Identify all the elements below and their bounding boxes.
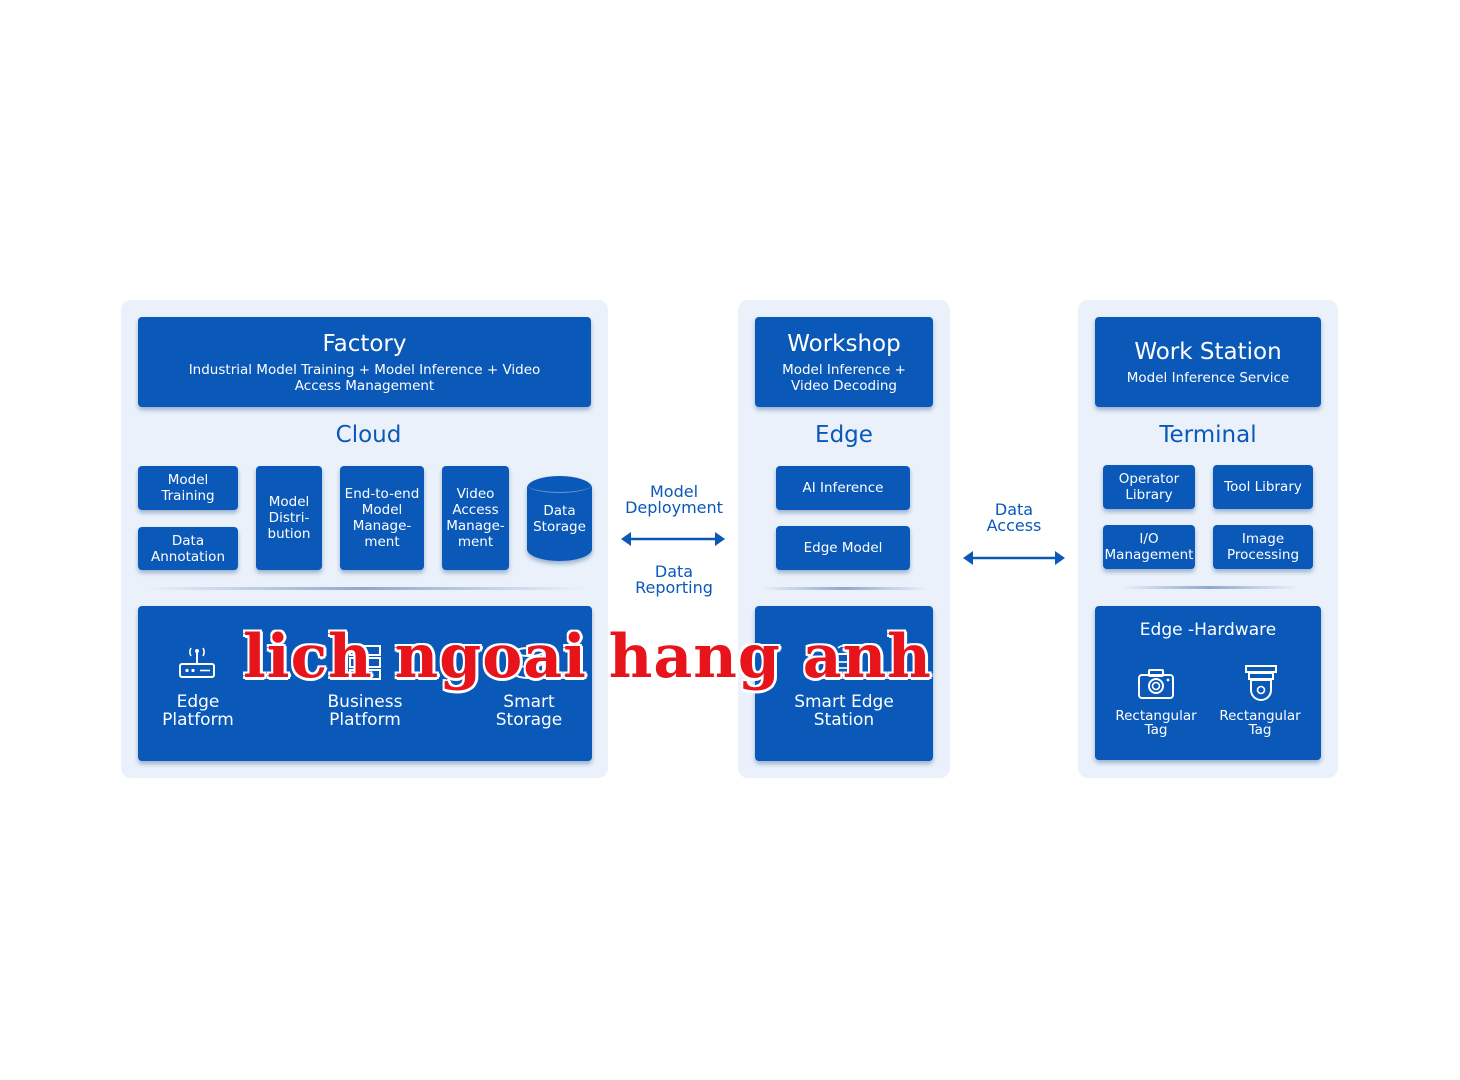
work-station-subtitle: Model Inference Service [1126,370,1290,386]
cloud-title: Cloud [335,422,402,448]
factory-subtitle: Industrial Model Training + Model Infere… [188,362,541,394]
edge-title: Edge [815,422,873,448]
smart-storage-label: Smart Storage [495,692,563,730]
image-processing-box: Image Processing [1213,525,1313,569]
factory-title: Factory [322,331,407,357]
cloud-platforms-box [138,606,592,761]
data-annotation-box: Data Annotation [138,527,238,570]
end-to-end-model-management-box: End-to-end Model Manage- ment [340,466,424,570]
scanner-icon [1243,664,1279,702]
data-storage-cylinder: Data Storage [527,476,592,561]
double-arrow-icon [963,550,1065,566]
scanner-tag-label: Rectangular Tag [1219,708,1301,738]
factory-header: Factory Industrial Model Training + Mode… [138,317,591,407]
work-station-header: Work Station Model Inference Service [1095,317,1321,407]
workshop-title: Workshop [787,331,901,357]
data-reporting-label: Data Reporting [635,562,713,597]
cloud-divider [145,587,585,590]
model-distribution-box: Model Distri- bution [256,466,322,570]
camera-tag-label: Rectangular Tag [1115,708,1197,738]
operator-library-box: Operator Library [1103,465,1195,509]
model-deployment-label: Model Deployment [625,482,723,517]
edge-hardware-box [1095,606,1321,760]
camera-icon [1137,668,1175,700]
ai-inference-box: AI Inference [776,466,910,510]
business-platform-label: Business Platform [327,692,403,730]
terminal-title: Terminal [1159,422,1257,448]
edge-platform-label: Edge Platform [162,692,234,730]
router-icon [178,644,216,680]
io-management-box: I/O Management [1103,525,1195,569]
smart-edge-station-label: Smart Edge Station [794,692,894,730]
work-station-title: Work Station [1134,339,1282,365]
model-training-box: Model Training [138,466,238,510]
terminal-divider [1120,586,1298,589]
tool-library-box: Tool Library [1213,465,1313,509]
edge-model-box: Edge Model [776,526,910,570]
edge-divider [760,587,928,590]
storage-drive-icon [511,646,547,680]
smart-edge-station-box [755,606,933,761]
workshop-subtitle: Model Inference + Video Decoding [782,362,906,394]
video-access-management-box: Video Access Manage- ment [442,466,509,570]
workshop-header: Workshop Model Inference + Video Decodin… [755,317,933,407]
data-access-label: Data Access [986,500,1042,535]
edge-hardware-title: Edge -Hardware [1139,620,1277,640]
data-storage-label: Data Storage [533,502,586,535]
watermark-text: lich ngoai hang anh [243,622,932,692]
server-rack-icon [347,644,383,682]
edge-station-icon [826,642,862,680]
double-arrow-icon [621,531,725,547]
